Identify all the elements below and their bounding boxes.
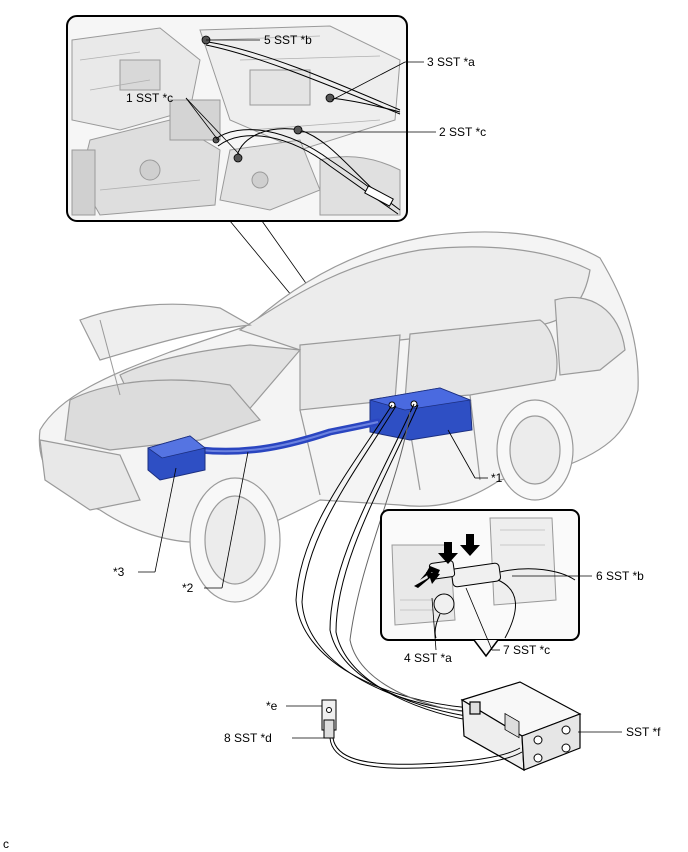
- label-4-sst-a: 4 SST *a: [404, 651, 452, 665]
- label-7-sst-c: 7 SST *c: [503, 643, 550, 657]
- label-5-sst-b: 5 SST *b: [264, 33, 312, 47]
- blue-components: [147, 387, 473, 481]
- label-star-3: *3: [113, 565, 125, 579]
- label-1-sst-c: 1 SST *c: [126, 91, 173, 105]
- label-8-sst-d: 8 SST *d: [224, 731, 272, 745]
- label-2-sst-c: 2 SST *c: [439, 125, 486, 139]
- sst-e-bracket: [321, 699, 337, 739]
- label-star-1: *1: [491, 471, 503, 485]
- label-star-e: *e: [266, 699, 278, 713]
- inset-engine-detail: 5 SST *b 3 SST *a 1 SST *c 2 SST *c: [66, 15, 486, 222]
- sst-cable-harness: [295, 403, 473, 721]
- label-6-sst-b: 6 SST *b: [596, 569, 644, 583]
- inset-connector-detail: [380, 509, 580, 641]
- label-sst-f: SST *f: [626, 725, 661, 739]
- sst-f-box: [460, 681, 582, 772]
- figure-code: c: [3, 837, 9, 851]
- label-star-2: *2: [182, 581, 194, 595]
- label-3-sst-a: 3 SST *a: [427, 55, 475, 69]
